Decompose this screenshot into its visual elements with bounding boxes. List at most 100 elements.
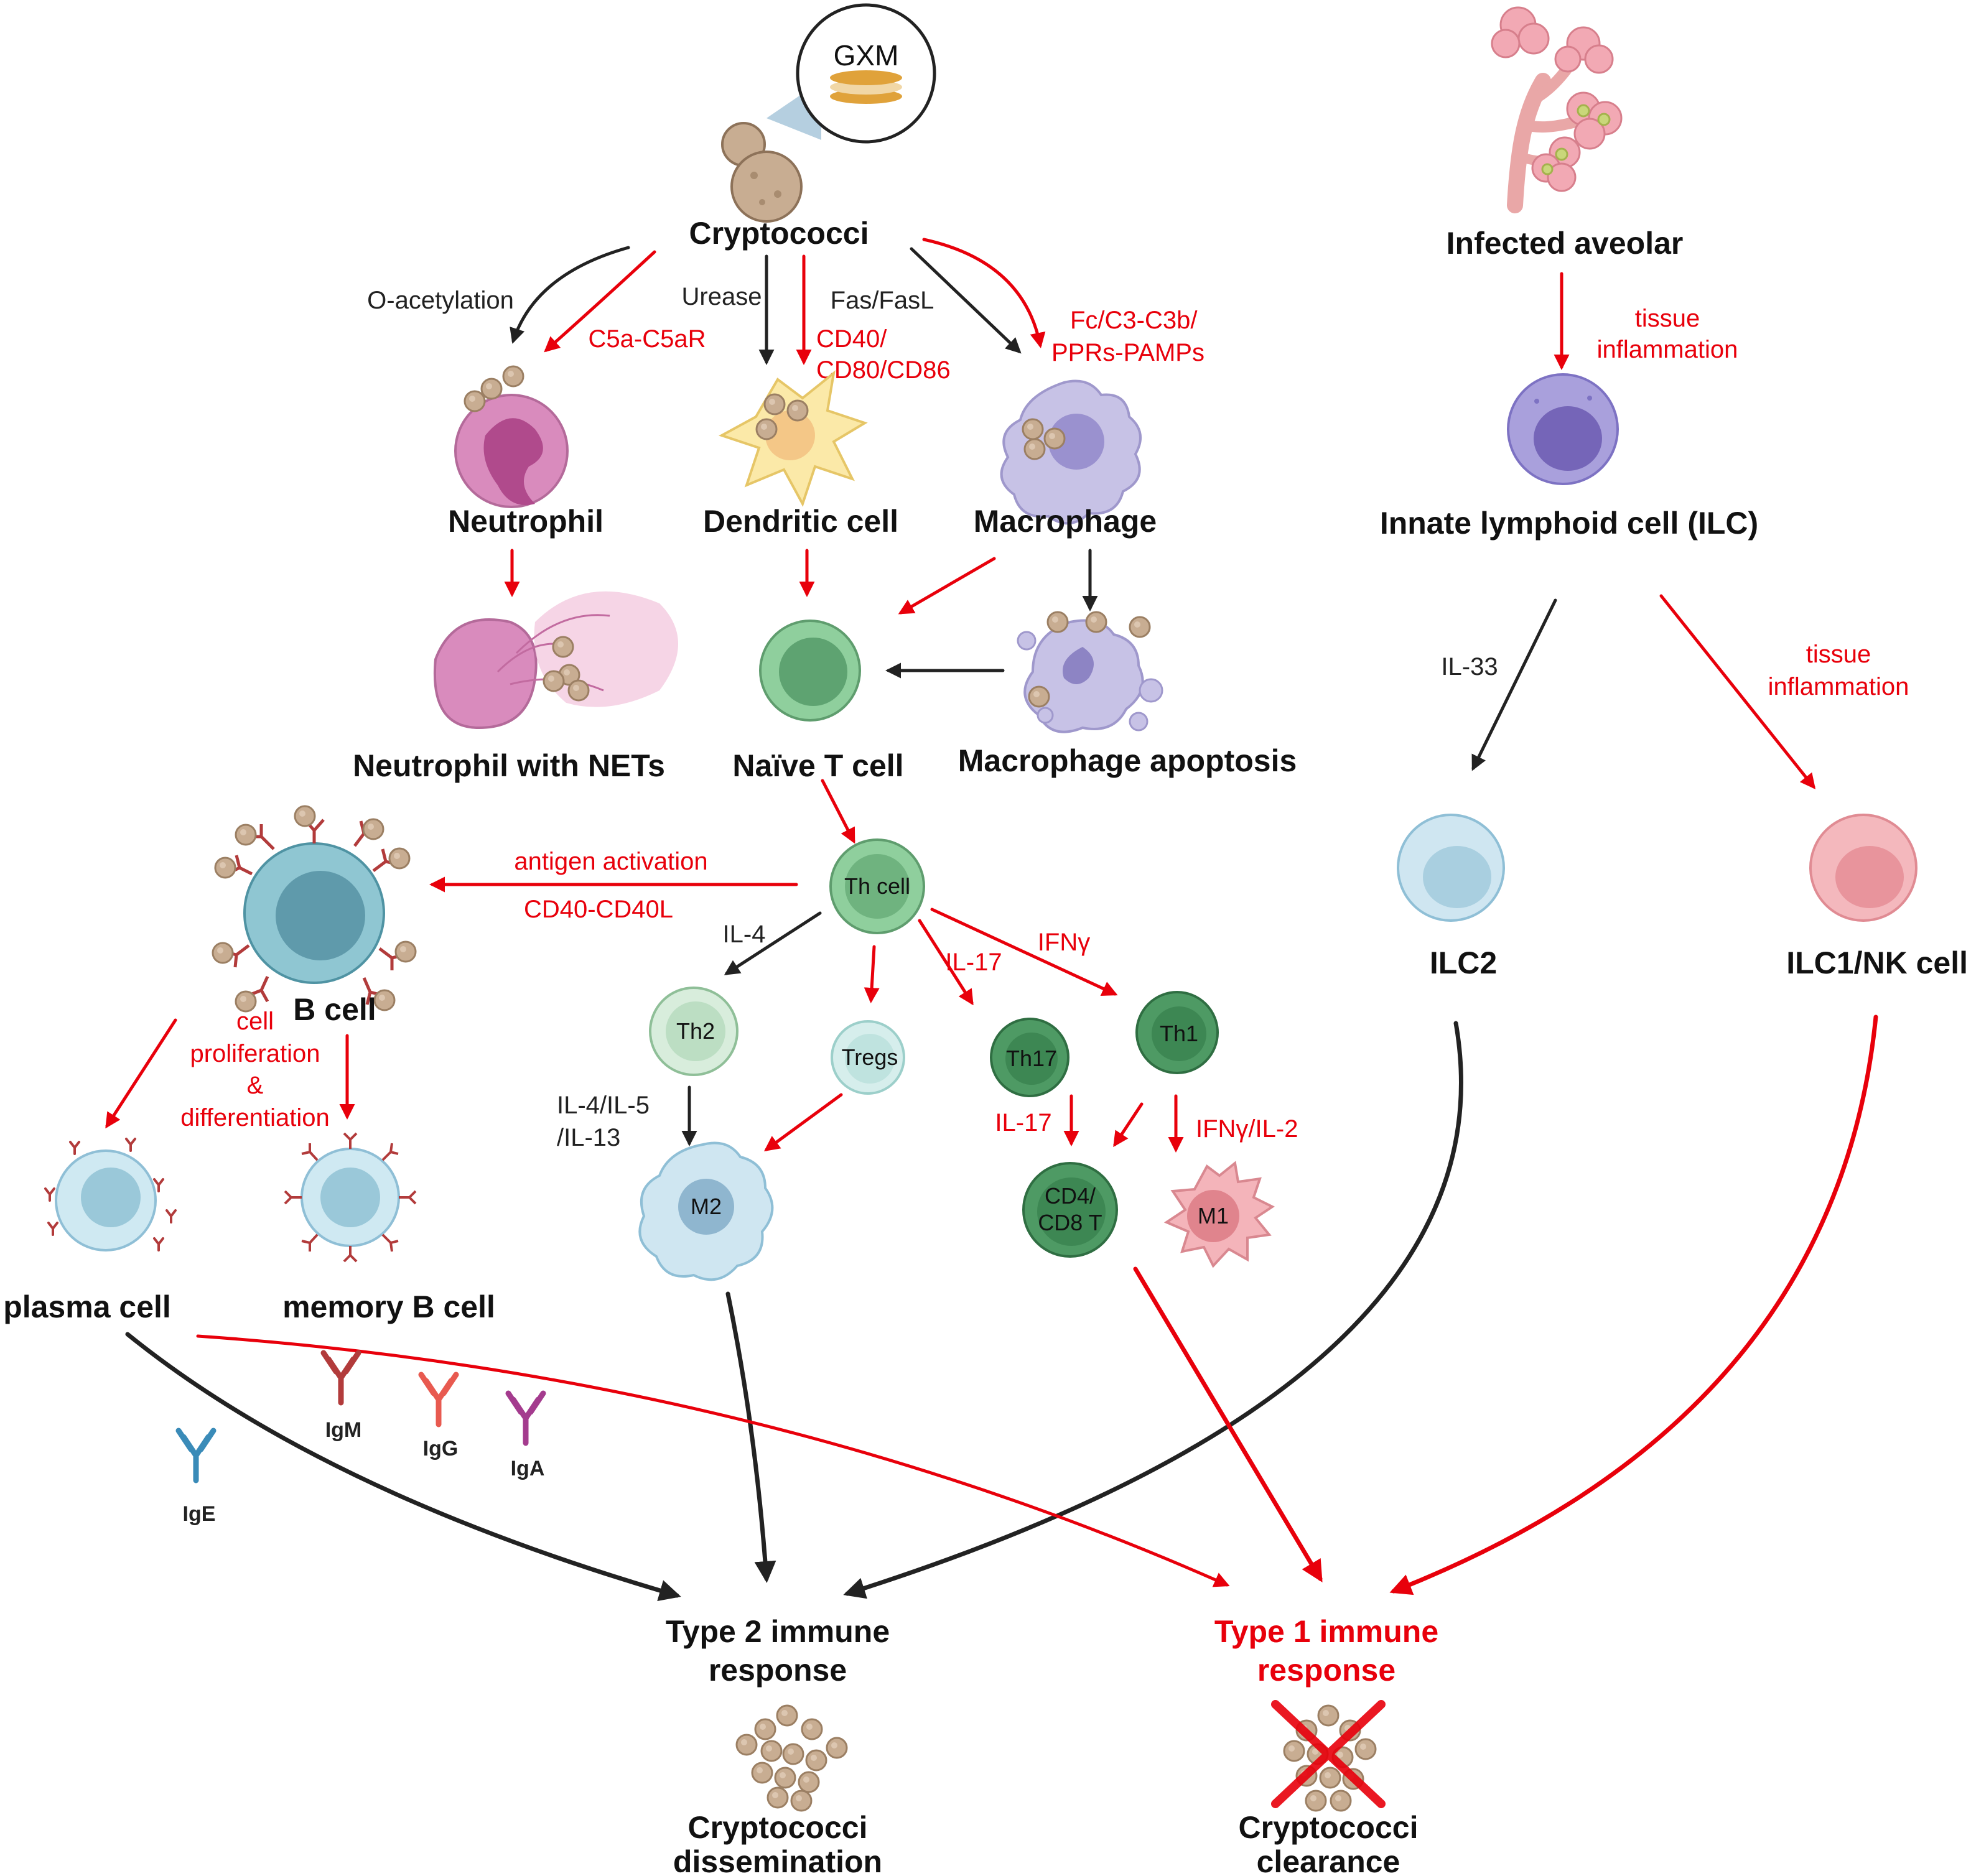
- arrow-cd48-type1: [1133, 1266, 1323, 1583]
- label-il4: IL-4: [723, 921, 766, 948]
- arrow-th1-cd48: [1113, 1102, 1144, 1148]
- macrophage-icon: [1000, 379, 1142, 525]
- th17-icon: [990, 1018, 1069, 1097]
- ilc1-nk-label: ILC1/NK cell: [1786, 945, 1968, 980]
- memory-b-cell-label: memory B cell: [282, 1289, 495, 1324]
- cd4-cd8-t-label-line2: CD8 T: [1038, 1210, 1102, 1235]
- macrophage-apoptosis-label: Macrophage apoptosis: [958, 743, 1297, 778]
- clearance-label-line2: clearance: [1257, 1844, 1400, 1876]
- neutrophil-nets-icon: [433, 591, 678, 730]
- ilc-label: Innate lymphoid cell (ILC): [1380, 506, 1758, 541]
- memory-b-cell-icon: [284, 1132, 417, 1263]
- th-cell-label: Th cell: [844, 873, 910, 899]
- ilc2-label: ILC2: [1430, 945, 1497, 980]
- th1-icon: [1135, 991, 1219, 1074]
- iga-icon: [508, 1393, 543, 1443]
- label-urease: Urease: [682, 283, 762, 310]
- arrow-crypto-macrophage-black: [910, 247, 1022, 354]
- igm-icon: [324, 1353, 358, 1403]
- iga-label: IgA: [511, 1457, 545, 1480]
- ilc-icon: [1507, 373, 1619, 485]
- m2-icon: [638, 1141, 774, 1281]
- cd4-cd8-t-icon: [1022, 1162, 1118, 1258]
- label-ifng-il2: IFNγ/IL-2: [1196, 1115, 1298, 1143]
- label-il33: IL-33: [1441, 653, 1498, 680]
- cryptococci-label: Cryptococci: [689, 216, 869, 251]
- gxm-icon: [830, 70, 902, 104]
- arrow-m2-type2: [725, 1291, 776, 1583]
- dissemination-label-line1: Cryptococci: [688, 1810, 868, 1845]
- ilc1-nk-icon: [1809, 814, 1917, 922]
- b-cell-icon: [212, 805, 417, 1013]
- label-il4-il5-line2: /IL-13: [557, 1124, 620, 1151]
- arrow-ilc2-type2: [843, 1021, 1463, 1599]
- label-tissue-inflammation-1-line2: inflammation: [1597, 336, 1738, 363]
- type2-response-label-line1: Type 2 immune: [666, 1614, 890, 1649]
- label-fc-line2: PPRs-PAMPs: [1051, 339, 1204, 366]
- arrow-naivet-th: [821, 779, 855, 844]
- arrow-macrophage-naivet: [898, 557, 996, 615]
- arrow-plasma-type1: [196, 1334, 1230, 1587]
- neutrophil-nets-label: Neutrophil with NETs: [353, 748, 665, 783]
- m2-label: M2: [691, 1194, 722, 1219]
- label-fas-fasl: Fas/FasL: [831, 287, 934, 314]
- neutrophil-icon: [454, 365, 569, 508]
- cd4-cd8-t-label-line1: CD4/: [1045, 1183, 1096, 1209]
- cross-mark-icon: [1271, 1700, 1386, 1808]
- arrow-bcell-plasma: [105, 1018, 177, 1129]
- arrow-th-th2: [724, 911, 822, 975]
- macrophage-apoptosis-icon: [1017, 611, 1163, 733]
- label-fc-line1: Fc/C3-C3b/: [1070, 307, 1198, 334]
- arrow-ilc-ilc2: [1471, 598, 1557, 771]
- type2-response-label-line2: response: [709, 1653, 847, 1688]
- label-il4-il5-line1: IL-4/IL-5: [557, 1092, 650, 1119]
- label-tissue-inflammation-2-line2: inflammation: [1768, 673, 1909, 700]
- ige-icon: [179, 1431, 213, 1480]
- label-il17-b: IL-17: [995, 1109, 1051, 1136]
- arrow-ilc1-type1: [1389, 1015, 1878, 1595]
- label-tissue-inflammation-2-line1: tissue: [1806, 641, 1871, 668]
- type1-response-label-line1: Type 1 immune: [1214, 1614, 1438, 1649]
- ilc2-icon: [1397, 814, 1505, 922]
- dissemination-cryptococci-icon: [735, 1704, 848, 1812]
- infected-alveolar-icon: [1491, 6, 1623, 213]
- naive-t-cell-label: Naïve T cell: [732, 748, 903, 783]
- label-antigen-activation: antigen activation: [514, 848, 707, 875]
- label-prolif-line2: proliferation: [190, 1040, 320, 1067]
- macrophage-label: Macrophage: [974, 504, 1157, 539]
- naive-t-cell-icon: [759, 620, 861, 722]
- label-cd40-line2: CD80/CD86: [816, 356, 951, 384]
- gxm-label: GXM: [834, 39, 899, 72]
- label-prolif-line4: differentiation: [180, 1104, 329, 1131]
- label-ifng: IFNγ: [1038, 929, 1090, 956]
- dissemination-label-line2: dissemination: [673, 1844, 882, 1876]
- label-cd40-line1: CD40/: [816, 325, 887, 353]
- th2-icon: [649, 987, 739, 1076]
- plasma-cell-icon: [44, 1138, 177, 1251]
- label-c5a-c5ar: C5a-C5aR: [589, 325, 706, 353]
- cryptococci-cluster-icon: [721, 122, 803, 223]
- infected-alveolar-label: Infected aveolar: [1447, 226, 1684, 261]
- m1-icon: [1163, 1161, 1275, 1268]
- label-cd40-cd40l: CD40-CD40L: [524, 896, 673, 923]
- th-cell-icon: [829, 838, 925, 934]
- arrow-ilc-ilc1: [1659, 594, 1816, 789]
- ige-label: IgE: [183, 1502, 216, 1526]
- arrow-th-th1: [930, 908, 1118, 996]
- th1-label: Th1: [1160, 1021, 1198, 1046]
- label-tissue-inflammation-1-line1: tissue: [1635, 305, 1700, 332]
- tregs-label: Tregs: [842, 1044, 898, 1070]
- dendritic-cell-label: Dendritic cell: [703, 504, 898, 539]
- b-cell-label: B cell: [293, 992, 376, 1027]
- tregs-icon: [831, 1020, 905, 1095]
- arrow-th-tregs: [864, 945, 880, 1003]
- arrow-crypto-neutrophil-red: [544, 250, 656, 353]
- arrow-th-th17: [918, 919, 974, 1006]
- neutrophil-label: Neutrophil: [448, 504, 603, 539]
- arrow-tregs-m2: [763, 1093, 843, 1151]
- label-prolif-line1: cell: [236, 1008, 274, 1035]
- clearance-label-line1: Cryptococci: [1239, 1810, 1419, 1845]
- label-il17-a: IL-17: [945, 949, 1002, 976]
- arrow-plasma-type2: [125, 1332, 681, 1601]
